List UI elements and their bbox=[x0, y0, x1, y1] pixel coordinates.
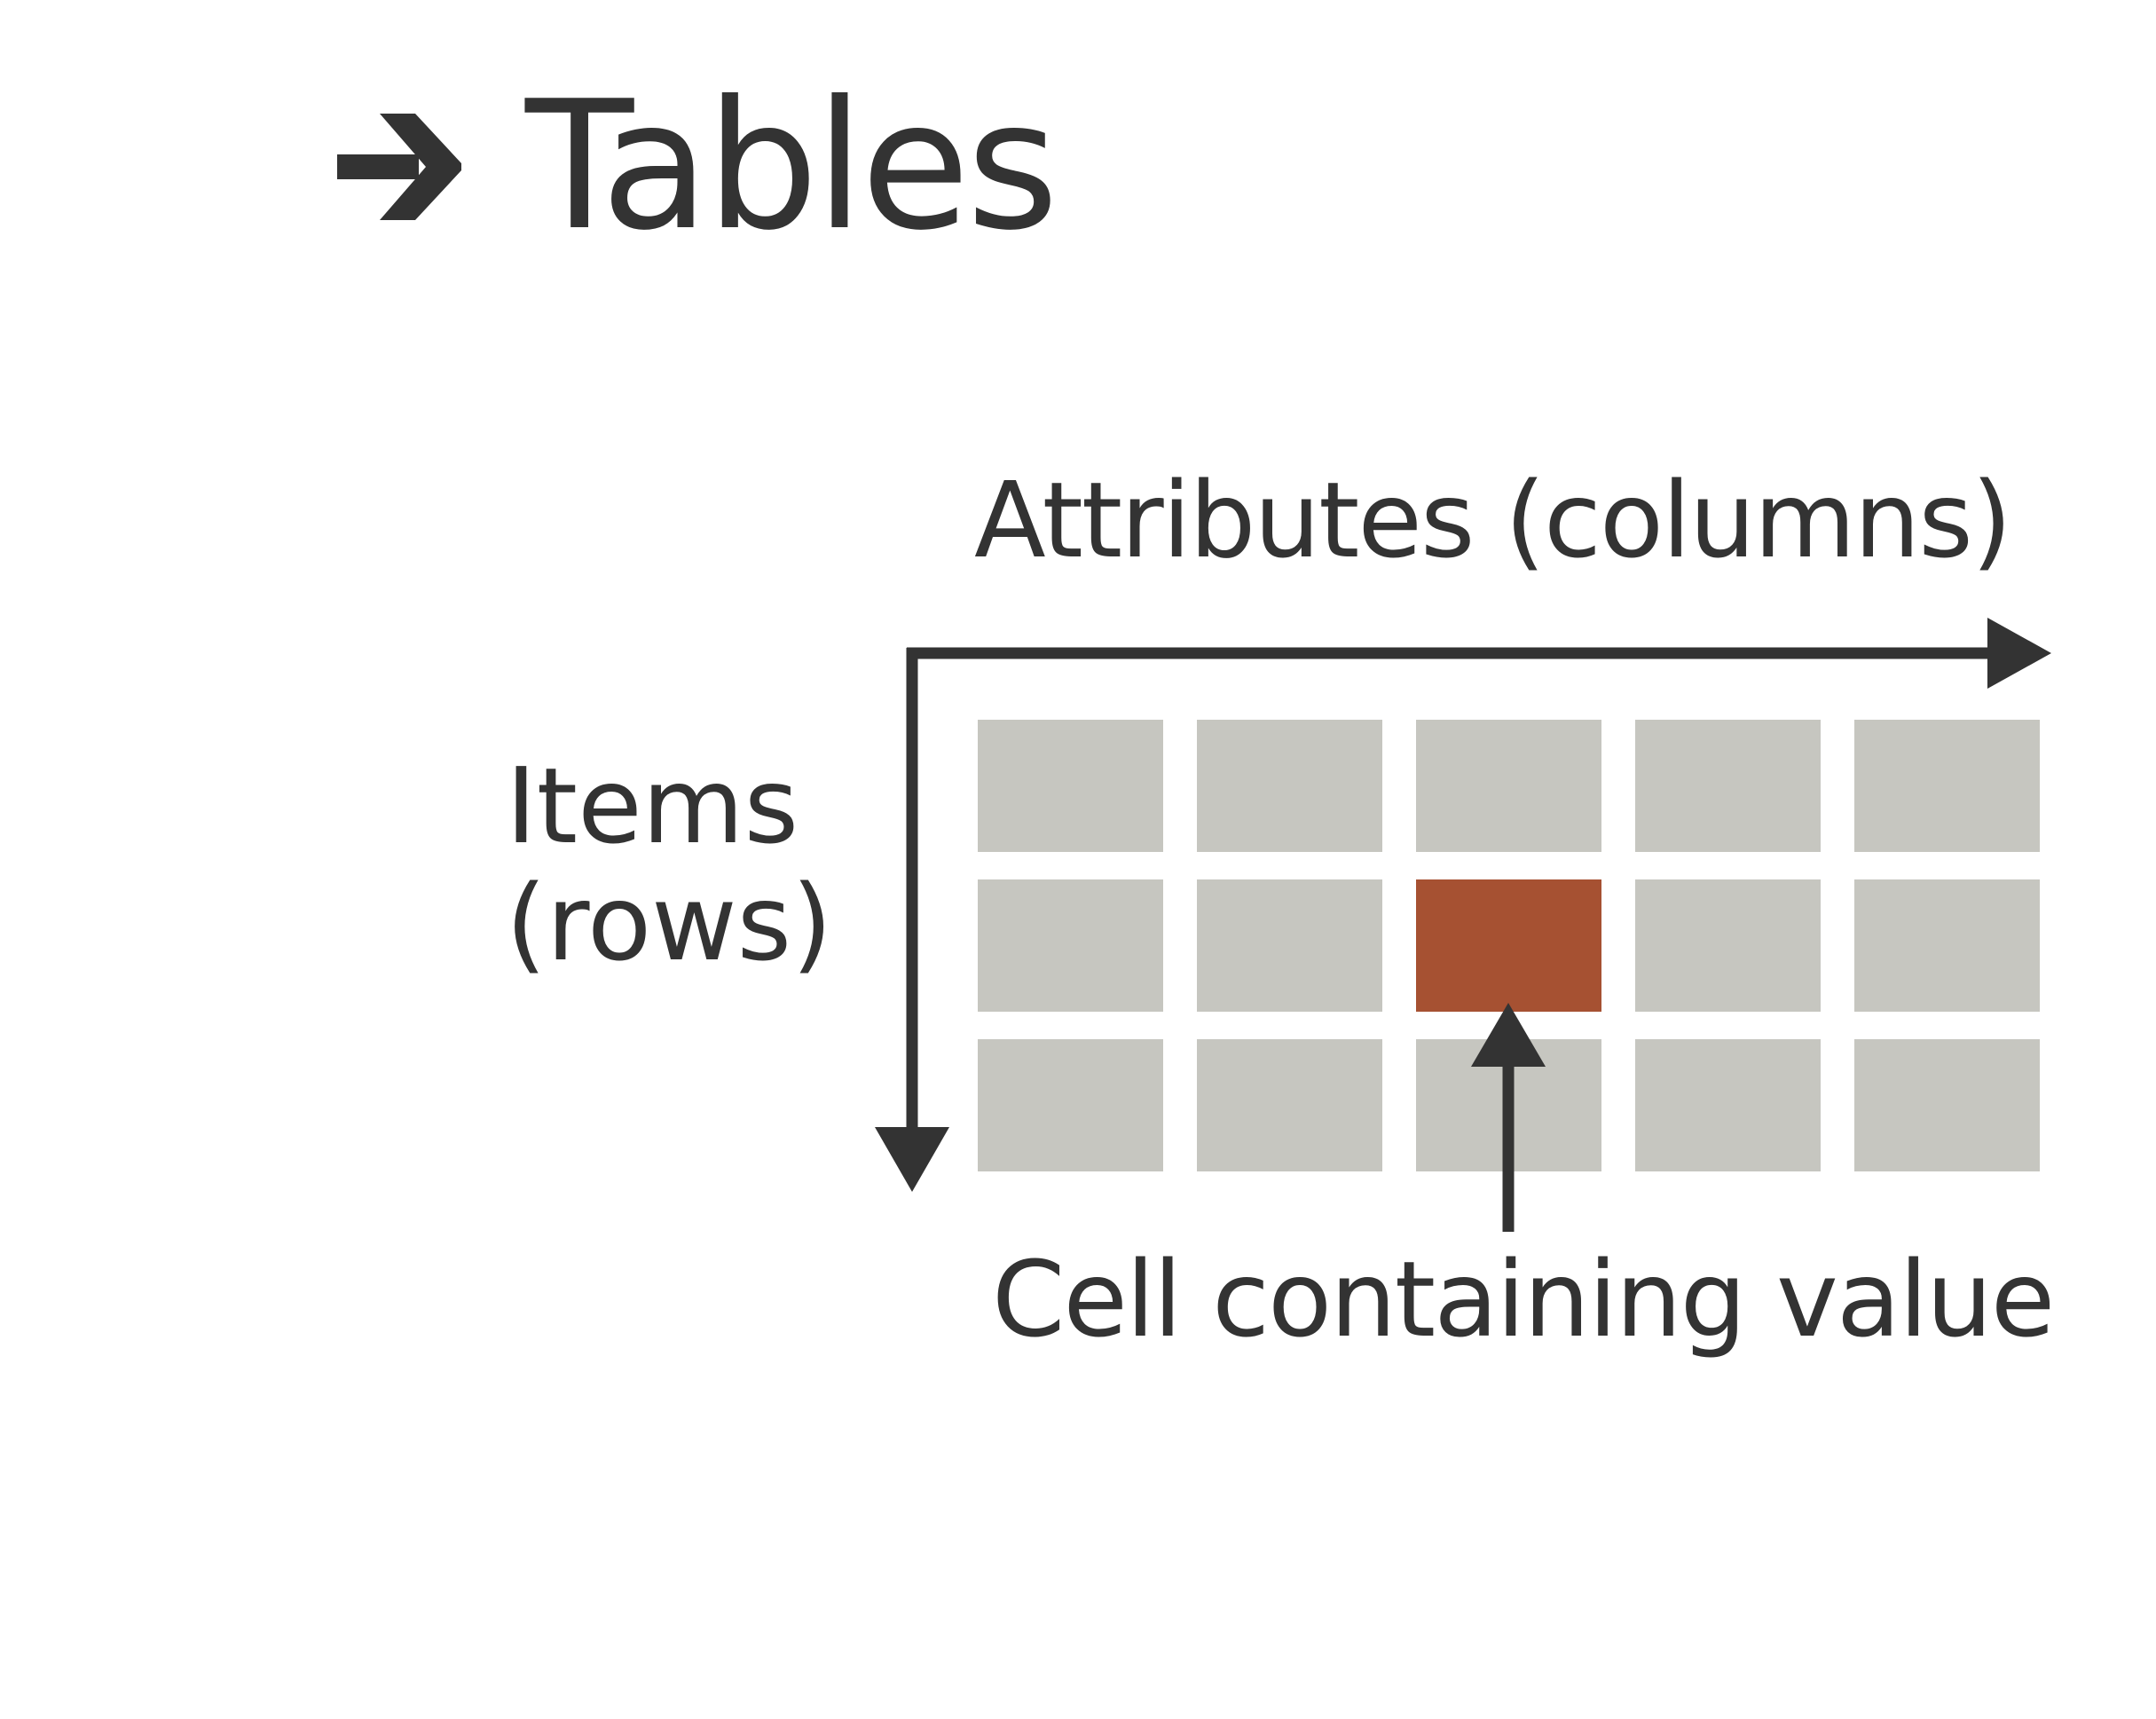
rows-axis-arrow bbox=[875, 648, 949, 1192]
cell-pointer-arrow bbox=[1471, 1003, 1546, 1232]
cell-label: Cell containing value bbox=[992, 1238, 2055, 1360]
heading: Tables bbox=[337, 63, 1058, 270]
rows-label: Items (rows) bbox=[506, 747, 832, 982]
arrow-right-icon bbox=[337, 114, 461, 220]
table-cell bbox=[1635, 1039, 1821, 1171]
page-title: Tables bbox=[525, 63, 1058, 270]
table-cell bbox=[978, 879, 1163, 1012]
table-cell bbox=[1416, 720, 1601, 852]
table-cell bbox=[978, 720, 1163, 852]
rows-label-line-1: Items bbox=[506, 745, 799, 867]
table-cell bbox=[1197, 1039, 1382, 1171]
table-cell bbox=[1635, 720, 1821, 852]
table-cell bbox=[978, 1039, 1163, 1171]
table-cell bbox=[1197, 720, 1382, 852]
table-cell bbox=[1635, 879, 1821, 1012]
columns-axis-arrow bbox=[907, 618, 2051, 689]
table-cell bbox=[1854, 879, 2040, 1012]
table-cell bbox=[1197, 879, 1382, 1012]
table-cell bbox=[1854, 1039, 2040, 1171]
table-cells bbox=[978, 720, 2040, 1171]
table-cell bbox=[1854, 720, 2040, 852]
rows-label-line-2: (rows) bbox=[506, 862, 833, 985]
columns-label: Attributes (columns) bbox=[974, 459, 2012, 581]
highlighted-cell bbox=[1416, 879, 1601, 1012]
